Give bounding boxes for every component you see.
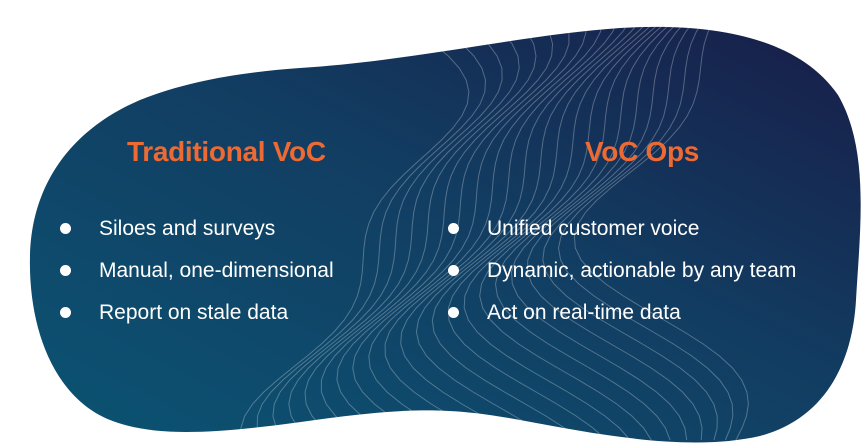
wave-lines-decoration <box>240 26 749 441</box>
wave-line <box>320 26 554 441</box>
bullet-icon <box>60 265 71 276</box>
wave-line <box>431 26 651 441</box>
voc-ops-title: VoC Ops <box>585 136 700 167</box>
bullet-icon <box>448 265 459 276</box>
bullet-icon <box>448 307 459 318</box>
wave-line <box>557 26 734 441</box>
wave-line <box>479 26 670 441</box>
wave-line <box>240 26 470 441</box>
traditional-voc-title: Traditional VoC <box>127 136 326 167</box>
bullet-icon <box>448 223 459 234</box>
bullet-icon <box>60 307 71 318</box>
wave-line <box>526 26 703 441</box>
wave-line <box>542 26 718 441</box>
wave-line <box>463 26 664 441</box>
bullet-icon <box>60 223 71 234</box>
wave-line <box>256 26 487 441</box>
wave-line <box>510 26 688 441</box>
wave-line <box>400 26 632 441</box>
wave-line <box>573 26 749 441</box>
wave-line <box>415 26 642 441</box>
wave-line <box>447 26 658 441</box>
wave-line <box>272 26 503 441</box>
wave-line <box>288 26 520 441</box>
blob-fill <box>29 26 861 443</box>
wave-line <box>368 26 604 441</box>
wave-line <box>494 26 675 441</box>
wave-line <box>304 26 537 441</box>
wave-line <box>352 26 587 441</box>
wave-line <box>384 26 619 441</box>
